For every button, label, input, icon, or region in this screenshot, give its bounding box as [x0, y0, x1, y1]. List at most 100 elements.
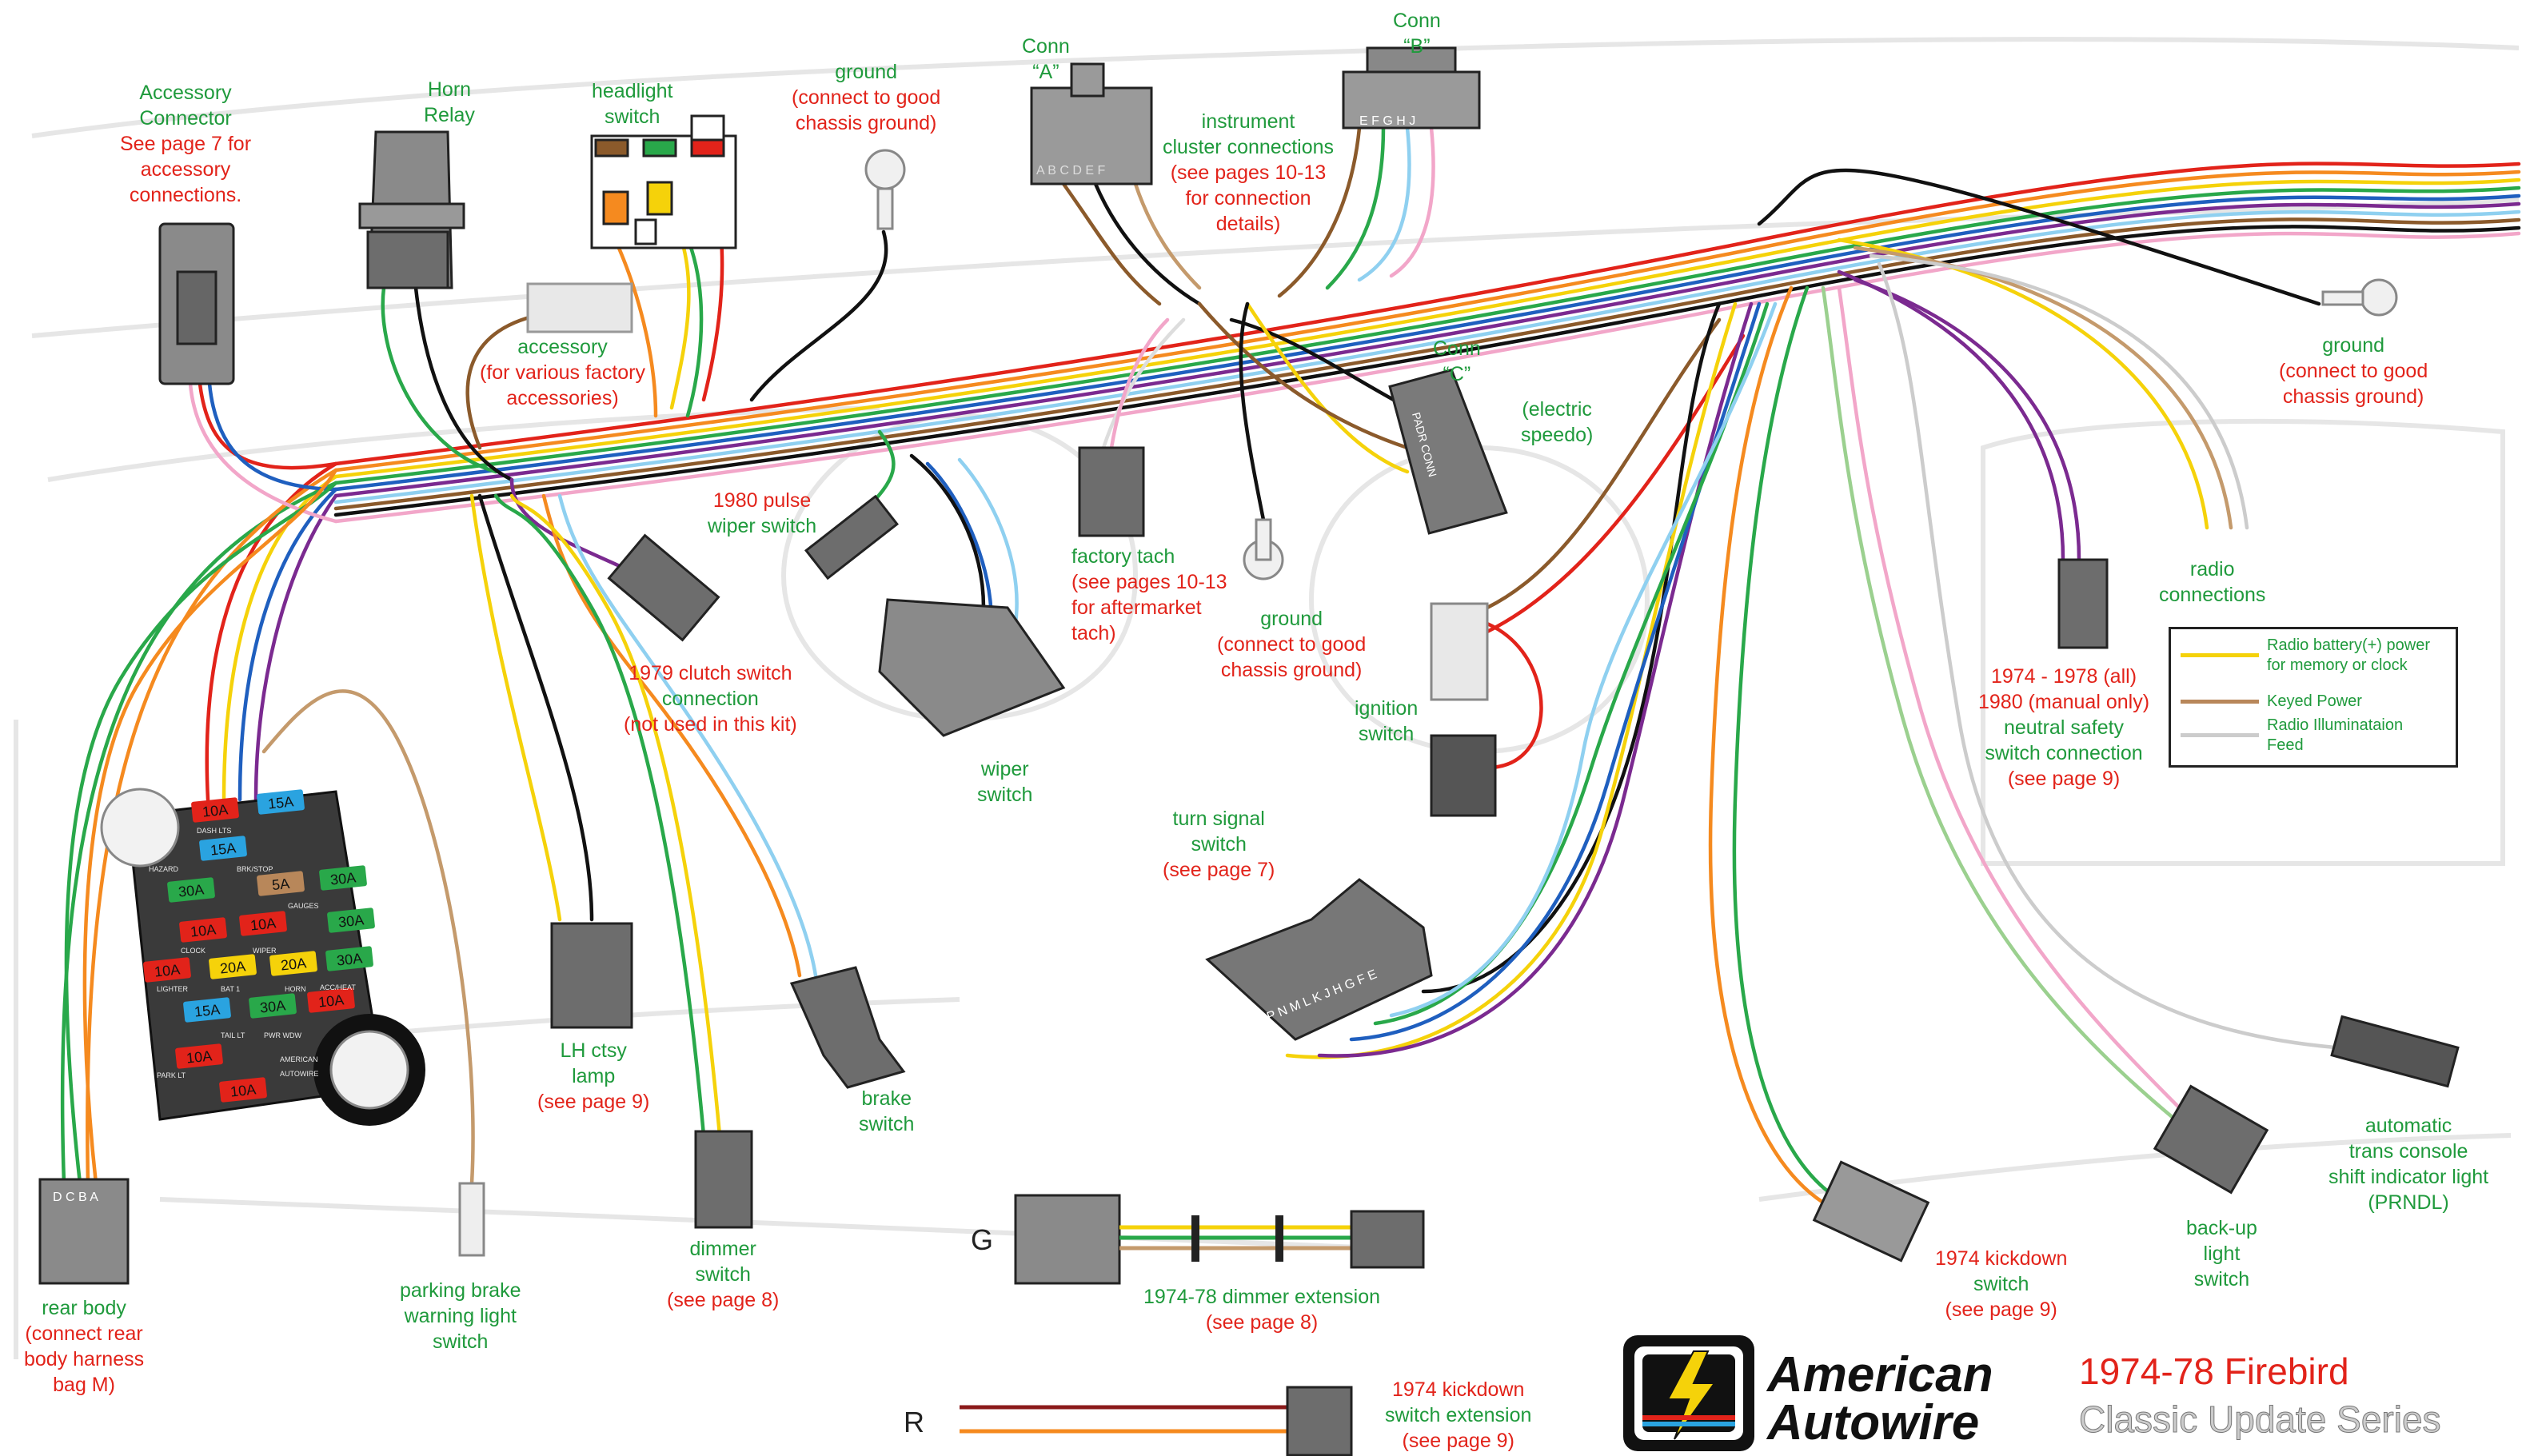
fuse-body [209, 954, 257, 979]
brand-model: 1974-78 Firebird [2079, 1350, 2349, 1392]
wire-trunk-purple [333, 201, 2521, 498]
dimmer-extension [1014, 1194, 1425, 1285]
legend-label: for memory or clock [2267, 656, 2408, 674]
conn-b-pin-letters: E F G H J [1359, 114, 1416, 128]
wire-trunk-lightblue [333, 209, 2521, 505]
kickdown-extension-label: 1974 kickdown switch extension (see page… [1385, 1378, 1532, 1452]
automatic-trans-label: automatic trans console shift indicator … [2328, 1115, 2489, 1214]
dimmer-switch-shape [694, 1130, 753, 1229]
conn-a-shape [1030, 62, 1153, 185]
backup-light-label: back-up light switch [2186, 1217, 2257, 1290]
lh-ctsy-label: LH ctsy lamp (see page 9) [537, 1039, 650, 1113]
conn-a-pin-letters: A B C D E F [1036, 164, 1106, 178]
fuse-box-caption: PARK LT [157, 1071, 186, 1079]
fuse-amp-label: 30A [259, 997, 286, 1015]
radio-connector-shape [2057, 558, 2109, 649]
fuse-body [319, 865, 367, 891]
rear-body-label: rear body (connect rear body harness bag… [24, 1297, 145, 1396]
wire-trunk-green [333, 185, 2521, 485]
wiper-switch-label: wiper switch [977, 758, 1033, 806]
dimmer-switch-label: dimmer switch (see page 8) [667, 1238, 780, 1311]
kickdown-switch-shape [1812, 1160, 1930, 1263]
fuse-box-caption: TAIL LT [221, 1031, 245, 1039]
fuse-body [239, 911, 287, 936]
wire-trunk-blue [333, 193, 2521, 492]
fuse-amp-label: 20A [219, 958, 246, 976]
factory-tach-label: factory tach (see pages 10-13 for afterm… [1071, 545, 1227, 644]
fuse-box-caption: HORN [285, 985, 306, 993]
backup-light-switch-shape [2153, 1084, 2269, 1195]
fuse-amp-label: 30A [178, 881, 205, 900]
wire-trunk-black [333, 225, 2521, 517]
fuse-body [179, 917, 227, 943]
fuse-box-caption: WIPER [253, 947, 277, 955]
radio-connections-label: radio connections [2159, 558, 2266, 606]
legend-item-keyed-power: Keyed Power [2177, 682, 2454, 720]
accessory-label: accessory (for various factory accessori… [480, 336, 646, 409]
neutral-safety-label: 1974 - 1978 (all) 1980 (manual only) neu… [1978, 665, 2150, 790]
fuse-amp-label: 5A [271, 876, 290, 893]
fuse-body [257, 871, 305, 896]
kickdown-extension [960, 1386, 1353, 1456]
fuse-body [167, 877, 215, 903]
rear-body-connector-shape [38, 1178, 130, 1285]
fuse-body [199, 836, 247, 861]
extension-letter-r: R [904, 1406, 924, 1438]
fuse-amp-label: 10A [229, 1081, 257, 1099]
fuse-body [219, 1077, 267, 1103]
fuse-3: 30A [167, 877, 215, 903]
fuse-amp-label: 10A [186, 1047, 213, 1066]
legend-swatch [2181, 653, 2259, 657]
fuse-17: 10A [219, 1077, 267, 1103]
fuse-16: 10A [175, 1043, 223, 1069]
horn-relay-shape [358, 130, 465, 289]
fuse-15: 10A [307, 987, 355, 1013]
conn-a-label: Conn “A” [1022, 35, 1070, 83]
lh-ctsy-lamp-shape [550, 922, 633, 1029]
fuse-body [249, 993, 297, 1019]
accessory-connector-label: Accessory Connector See page 7 for acces… [120, 82, 252, 206]
fuse-box-caption: BRK/STOP [237, 865, 273, 873]
fuse-body [183, 997, 231, 1023]
legend-swatch [2181, 700, 2259, 704]
fuse-box-caption: GAUGES [288, 902, 319, 910]
wire-trunk-pink [333, 231, 2521, 524]
ground-top-terminal-shape [864, 149, 906, 230]
wire-trunk-yellow [333, 178, 2521, 479]
fuse-amp-label: 30A [336, 950, 363, 968]
fuse-body [307, 987, 355, 1013]
fuse-box-caption: BAT 1 [221, 985, 241, 993]
kickdown-switch-label: 1974 kickdown switch (see page 9) [1935, 1247, 2068, 1321]
pulse-wiper-label: 1980 pulse wiper switch [708, 489, 817, 537]
fuse-13: 15A [183, 997, 231, 1023]
ground-top-label: ground (connect to good chassis ground) [792, 61, 941, 134]
fuse-box-caption: AMERICAN [280, 1055, 318, 1063]
fuse-11: 20A [269, 951, 317, 976]
fuse-4: 5A [257, 871, 305, 896]
legend-label: Radio battery(+) power [2267, 636, 2430, 654]
wire-legend: Radio battery(+) power for memory or clo… [2169, 627, 2458, 768]
ignition-switch-shape [1430, 602, 1497, 817]
ground-mid-terminal-shape [1243, 518, 1284, 580]
legend-label: Keyed Power [2267, 692, 2362, 710]
wiper-switch-shape [878, 598, 1066, 737]
horn-relay-label: Horn Relay [424, 78, 475, 126]
connectors [38, 46, 2460, 1285]
fuse-amp-label: 10A [249, 915, 277, 933]
fuse-6: 10A [179, 917, 227, 943]
fuse-amp-label: 15A [194, 1001, 221, 1019]
legend-item-radio-battery: Radio battery(+) power for memory or clo… [2177, 636, 2454, 674]
brand-name-line1: American [1767, 1347, 1993, 1402]
legend-label: Radio Illuminataion [2267, 716, 2404, 734]
electric-speedo-label: (electric speedo) [1521, 398, 1594, 446]
parking-brake-terminal-shape [458, 1182, 485, 1257]
wire-trunk-brown [333, 217, 2521, 511]
brand-logo-shape [1623, 1335, 1754, 1451]
fuse-body [325, 946, 373, 971]
fuse-amp-label: 10A [190, 921, 217, 939]
fuse-8: 30A [327, 908, 375, 933]
fuse-box-caption: ACC/HEAT [320, 983, 356, 991]
dimmer-extension-label: 1974-78 dimmer extension (see page 8) [1143, 1286, 1380, 1334]
